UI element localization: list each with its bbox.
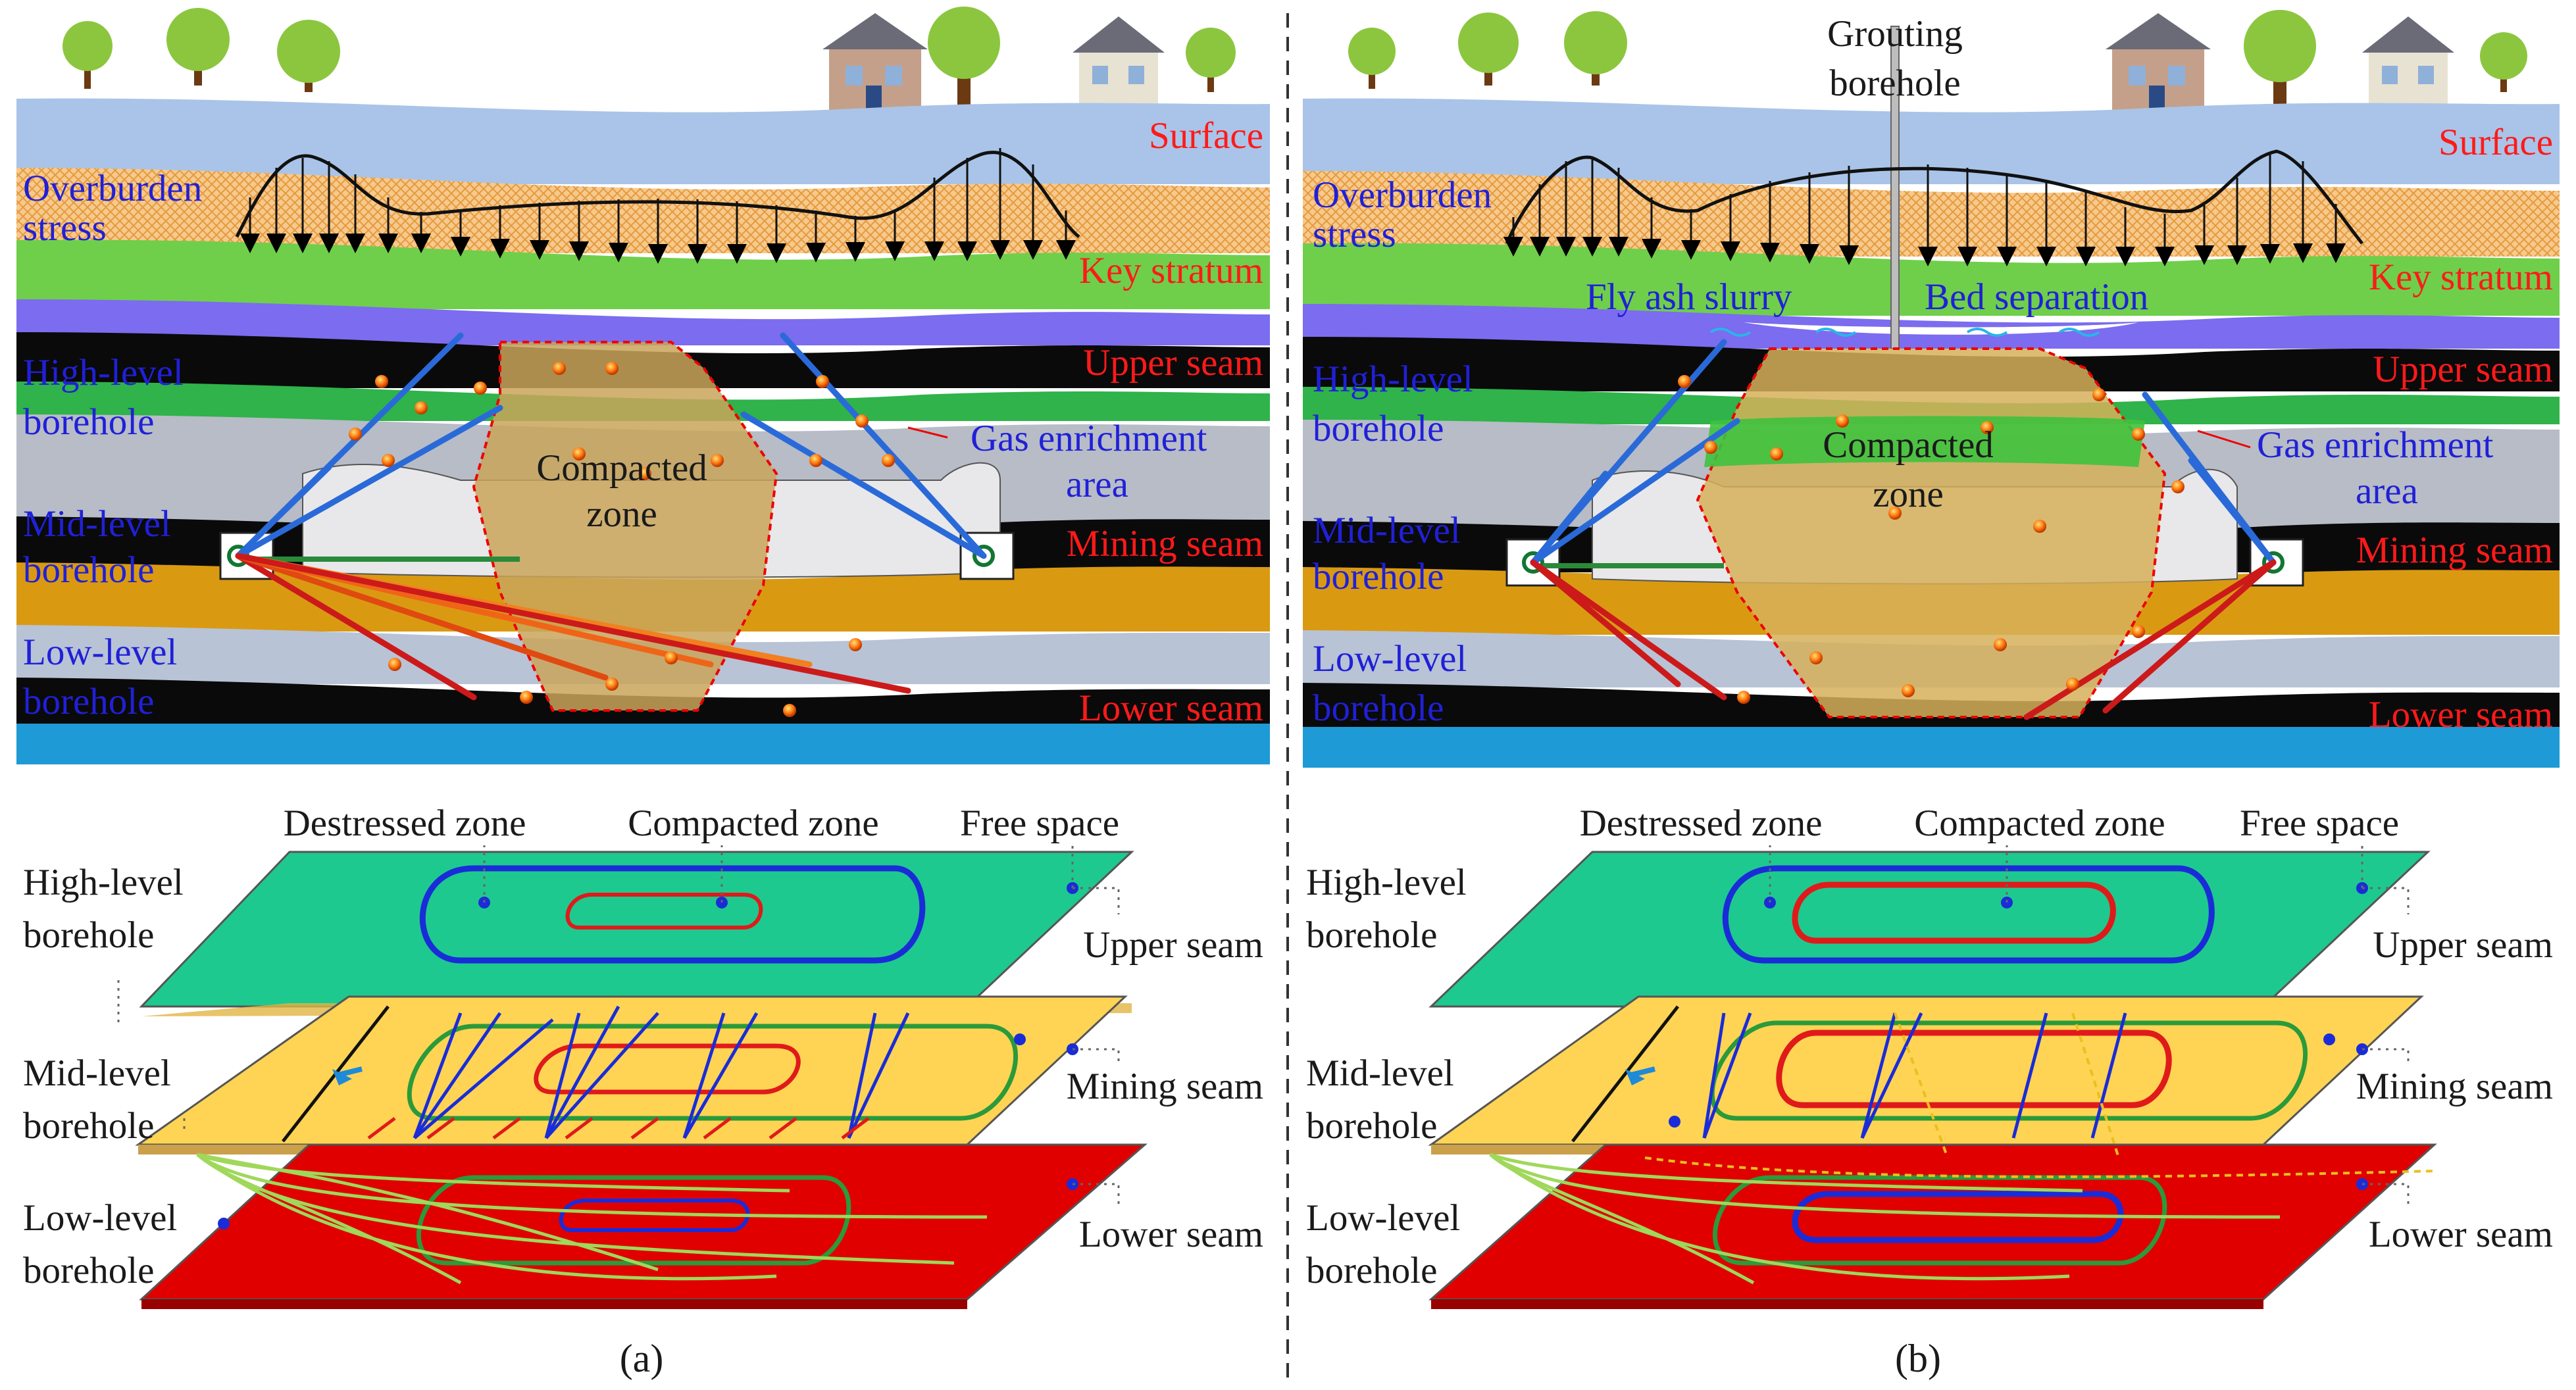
label-overburden: Overburden [1313,174,1492,216]
label-mining-seam: Mining seam [2356,530,2553,571]
label-stress: stress [1313,214,1396,255]
label-destressed-zone: Destressed zone [1580,803,1823,844]
label-high-level-borehole: borehole [23,401,154,443]
label-plan-mid-level: Mid-level [1306,1053,1454,1094]
label-upper-seam: Upper seam [1083,342,1263,384]
cross-section-b: Surface Key stratum Upper seam Mining se… [1303,10,2560,768]
label-surface: Surface [2438,122,2553,163]
tree-icon [1348,11,1627,89]
caption-b: (b) [1895,1337,1941,1380]
label-plan-high-level-borehole: borehole [1306,914,1437,956]
label-grouting: Grouting [1827,13,1963,55]
label-plan-lower-seam: Lower seam [2369,1214,2553,1255]
label-zone: zone [586,493,657,535]
label-plan-lower-seam: Lower seam [1079,1214,1263,1255]
house-icon [822,7,1236,112]
plan-view-b: Destressed zone Compacted zone Free spac… [1306,803,2553,1380]
label-plan-high-level: High-level [1306,862,1467,903]
label-free-space: Free space [960,803,1119,844]
label-fly-ash-slurry: Fly ash slurry [1586,276,1792,318]
house-icon [2106,10,2527,112]
label-key-stratum: Key stratum [2369,257,2553,298]
label-compacted: Compacted [536,447,707,489]
label-mining-seam: Mining seam [1067,523,1263,564]
label-destressed-zone: Destressed zone [284,803,526,844]
label-upper-seam: Upper seam [2373,349,2553,390]
label-plan-upper-seam: Upper seam [1083,924,1263,966]
cross-section-a: Surface Key stratum Upper seam Mining se… [16,7,1270,764]
label-mid-level: Mid-level [23,503,171,545]
label-bed-separation: Bed separation [1925,276,2148,318]
label-high-level: High-level [1313,359,1473,400]
label-gas-enrichment: Gas enrichment [2257,424,2493,466]
label-gas-enrichment: Gas enrichment [971,418,1207,459]
label-plan-low-level: Low-level [23,1197,177,1239]
plan-view-a: Destressed zone Compacted zone Free spac… [23,803,1263,1380]
label-plan-upper-seam: Upper seam [2373,924,2553,966]
label-zone: zone [1873,474,1944,515]
label-mid-level-borehole: borehole [23,549,154,591]
label-compacted: Compacted [1823,424,1994,466]
label-plan-mid-level-borehole: borehole [23,1105,154,1147]
label-low-level-borehole: borehole [1313,687,1444,729]
label-key-stratum: Key stratum [1079,250,1263,291]
label-plan-high-level-borehole: borehole [23,914,154,956]
label-plan-mining-seam: Mining seam [1067,1066,1263,1107]
caption-a: (a) [620,1337,664,1380]
label-plan-low-level: Low-level [1306,1197,1460,1239]
label-high-level: High-level [23,352,184,393]
label-low-level: Low-level [23,632,177,673]
label-low-level: Low-level [1313,638,1467,680]
label-low-level-borehole: borehole [23,681,154,722]
label-compacted-zone: Compacted zone [628,803,878,844]
label-plan-low-level-borehole: borehole [23,1250,154,1291]
label-gas-area: area [2356,470,2418,512]
label-plan-low-level-borehole: borehole [1306,1250,1437,1291]
label-plan-mining-seam: Mining seam [2356,1066,2553,1107]
tree-icon [63,8,340,92]
label-gas-area: area [1066,464,1128,505]
label-lower-seam: Lower seam [1079,687,1263,729]
label-mid-level: Mid-level [1313,510,1461,551]
label-plan-high-level: High-level [23,862,184,903]
label-plan-mid-level: Mid-level [23,1053,171,1094]
label-mid-level-borehole: borehole [1313,556,1444,597]
label-compacted-zone: Compacted zone [1914,803,2165,844]
label-free-space: Free space [2240,803,2399,844]
label-plan-mid-level-borehole: borehole [1306,1105,1437,1147]
label-overburden: Overburden [23,168,202,209]
label-stress: stress [23,207,107,249]
label-high-level-borehole: borehole [1313,408,1444,449]
label-surface: Surface [1149,115,1263,157]
label-grouting-borehole: borehole [1829,62,1960,104]
label-lower-seam: Lower seam [2369,694,2553,735]
